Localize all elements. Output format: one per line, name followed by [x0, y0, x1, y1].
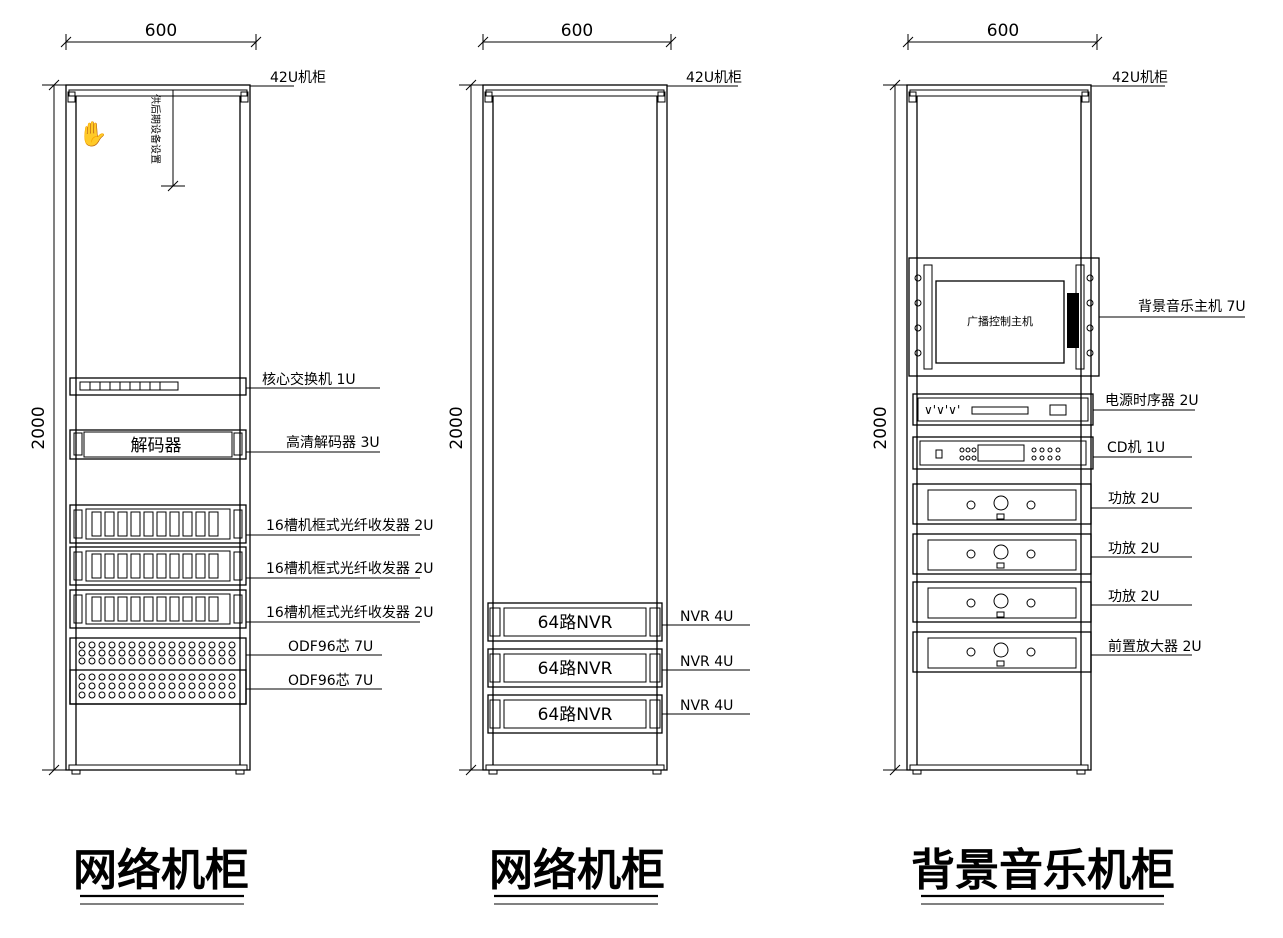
equipment-label-nvr-2: NVR 4U: [680, 654, 733, 670]
width-dimension: 600: [987, 21, 1019, 41]
cabinet-1: 600 2000 42U机柜 ✋ 供后期设备设置: [29, 21, 433, 905]
amplifier-1: [912, 483, 1092, 525]
equipment-label-odf-1: ODF96芯 7U: [288, 639, 373, 655]
nvr-face-text: 64路NVR: [538, 659, 613, 679]
fiber-transceiver-1: [69, 504, 247, 544]
cabinet-2: 600 2000 42U机柜 64路NVR NVR 4U 64路NVR N: [447, 21, 750, 905]
amplifier-3: [912, 581, 1092, 623]
equipment-label-fiber-3: 16槽机框式光纤收发器 2U: [266, 605, 433, 621]
width-dimension: 600: [561, 21, 593, 41]
host-face-text: 广播控制主机: [967, 314, 1033, 328]
hand-cursor-icon: ✋: [78, 120, 108, 148]
cabinet-label: 42U机柜: [686, 70, 742, 86]
height-dimension: 2000: [447, 406, 467, 449]
equipment-label-core-switch: 核心交换机 1U: [262, 371, 356, 388]
cabinet-title: 网络机柜: [73, 845, 249, 896]
equipment-label-fiber-2: 16槽机框式光纤收发器 2U: [266, 561, 433, 577]
equipment-label-odf-2: ODF96芯 7U: [288, 673, 373, 689]
equipment-label-fiber-1: 16槽机框式光纤收发器 2U: [266, 518, 433, 534]
equipment-label-amp-2: 功放 2U: [1108, 541, 1160, 557]
cabinet-title: 网络机柜: [489, 845, 665, 896]
equipment-label-nvr-3: NVR 4U: [680, 698, 733, 714]
odf-port-grid: [78, 641, 236, 699]
amplifier-2: [912, 533, 1092, 575]
fiber-transceiver-3: [69, 589, 247, 629]
sequencer-switch-icons: ∨'∨'∨': [924, 403, 960, 417]
decoder-face-text: 解码器: [131, 436, 182, 456]
equipment-label-cd-player: CD机 1U: [1107, 440, 1165, 456]
height-dimension: 2000: [871, 406, 891, 449]
cabinet-3: 600 2000 42U机柜 广播控制主机 背景音乐主机 7U: [871, 21, 1246, 905]
cabinet-title: 背景音乐机柜: [911, 845, 1175, 896]
equipment-label-sequencer: 电源时序器 2U: [1105, 393, 1199, 409]
cabinet-label: 42U机柜: [270, 70, 326, 86]
equipment-label-amp-1: 功放 2U: [1108, 491, 1160, 507]
nvr-face-text: 64路NVR: [538, 705, 613, 725]
equipment-label-decoder: 高清解码器 3U: [286, 434, 380, 451]
reserved-space-note: 供后期设备设置: [149, 94, 162, 164]
height-dimension: 2000: [29, 406, 49, 449]
equipment-label-music-host: 背景音乐主机 7U: [1138, 298, 1246, 315]
equipment-label-amp-3: 功放 2U: [1108, 589, 1160, 605]
nvr-face-text: 64路NVR: [538, 613, 613, 633]
equipment-label-preamp: 前置放大器 2U: [1108, 638, 1202, 655]
preamplifier: [912, 631, 1092, 673]
equipment-label-nvr-1: NVR 4U: [680, 609, 733, 625]
cabinet-label: 42U机柜: [1112, 70, 1168, 86]
fiber-transceiver-2: [69, 546, 247, 586]
width-dimension: 600: [145, 21, 177, 41]
